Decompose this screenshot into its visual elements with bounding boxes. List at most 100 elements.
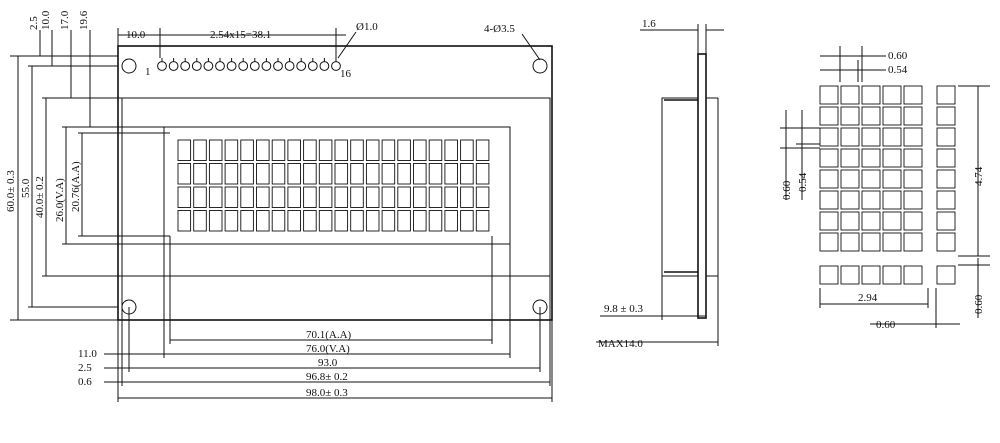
character-grid <box>177 139 490 232</box>
char-cell <box>334 139 349 161</box>
dot-cell <box>903 127 923 147</box>
side-view: 1.6 9.8 ± 0.3 MAX14.0 <box>596 18 724 350</box>
dim-10-label: 10.0 <box>126 29 146 41</box>
pin-header <box>157 58 341 71</box>
dot-cell <box>819 106 839 126</box>
char-cell <box>240 186 254 208</box>
dot-cell <box>903 232 923 252</box>
dot-cell <box>840 148 860 168</box>
pin-11 <box>273 61 283 71</box>
dot-cell <box>903 148 923 168</box>
char-cell <box>193 210 207 232</box>
dot-cell <box>819 232 839 252</box>
side-thickness-label: 1.6 <box>642 18 656 30</box>
char-cell <box>444 139 458 161</box>
char-cell <box>413 163 427 185</box>
char-cell <box>365 210 380 232</box>
char-cell <box>444 210 458 232</box>
dot-cell <box>840 85 860 105</box>
dim-55: 55.0 <box>20 178 32 198</box>
char-cell <box>224 186 239 208</box>
bottom-left-11: 11.0 <box>78 348 97 360</box>
char-cell <box>444 186 458 208</box>
mount-hole-tl <box>121 58 137 74</box>
char-cell <box>208 186 223 208</box>
bottom-pitch-label: 0.60 <box>876 319 896 331</box>
char-cell <box>271 186 286 208</box>
dot-cell <box>882 85 902 105</box>
char-width-label: 2.94 <box>858 292 878 304</box>
dot-cell <box>903 169 923 189</box>
dot-pitch-top: 0.60 <box>888 50 908 62</box>
char-cell <box>193 163 207 185</box>
dot-cell-next <box>936 106 956 126</box>
char-cell <box>460 139 474 161</box>
pin-4 <box>191 61 202 71</box>
char-cell <box>460 163 474 185</box>
char-cell <box>177 163 192 185</box>
dim-93: 93.0 <box>318 357 338 369</box>
dot-cell <box>840 127 860 147</box>
dot-cell <box>819 169 839 189</box>
char-cell <box>318 186 333 208</box>
char-cell <box>428 210 443 232</box>
pin-6 <box>215 61 225 71</box>
char-cell <box>381 210 396 232</box>
char-cell <box>240 139 254 161</box>
char-cell <box>365 139 380 161</box>
pin-15 <box>319 61 330 71</box>
char-cell <box>177 210 192 232</box>
cursor-cell <box>819 265 839 285</box>
dot-cell <box>819 211 839 231</box>
dot-cell <box>903 211 923 231</box>
pin-8 <box>238 61 249 71</box>
char-cell <box>224 210 239 232</box>
cursor-cell <box>861 265 881 285</box>
char-cell <box>303 186 317 208</box>
char-cell <box>334 210 349 232</box>
dot-cell <box>882 169 902 189</box>
pin-dia-label: Ø1.0 <box>356 21 378 33</box>
char-cell <box>413 210 427 232</box>
pin-10 <box>261 61 272 71</box>
dot-cell <box>882 106 902 126</box>
dot-cell-next <box>936 169 956 189</box>
mount-holes-label: 4-Ø3.5 <box>484 23 515 35</box>
char-cell <box>256 210 270 232</box>
dim-60: 60.0± 0.3 <box>5 170 17 212</box>
front-view: 1 16 10.0 2.54x15=38.1 Ø1.0 4-Ø3.5 2.5 1… <box>5 10 553 402</box>
dim-26-va: 26.0(V.A) <box>54 178 66 222</box>
dot-cell-next <box>936 85 956 105</box>
pin-16-label: 16 <box>340 68 352 80</box>
dot-cell <box>840 106 860 126</box>
dot-cell <box>882 190 902 210</box>
char-cell <box>365 163 380 185</box>
dot-cell <box>861 169 881 189</box>
dim-98: 98.0± 0.3 <box>306 387 348 399</box>
dot-cell <box>819 127 839 147</box>
char-height-label: 4.74 <box>973 166 985 186</box>
pin-7 <box>226 61 237 71</box>
side-pcb <box>697 53 707 319</box>
char-cell <box>428 163 443 185</box>
dot-cell <box>882 211 902 231</box>
pin-pitch-label: 2.54x15=38.1 <box>210 29 271 41</box>
pin-1-label: 1 <box>145 66 151 78</box>
char-cell <box>208 210 223 232</box>
char-cell <box>397 210 411 232</box>
dot-pitch-left: 0.60 <box>781 180 793 200</box>
char-cell <box>350 139 364 161</box>
char-cell <box>460 210 474 232</box>
dot-cell-next <box>936 232 956 252</box>
char-cell <box>350 186 364 208</box>
bottom-left-2-5: 2.5 <box>78 362 92 374</box>
dot-cell <box>882 148 902 168</box>
cursor-cell <box>840 265 860 285</box>
char-cell <box>240 210 254 232</box>
char-cell <box>287 139 301 161</box>
right-gap-label: 0.60 <box>973 294 985 314</box>
dim-96-8: 96.8± 0.2 <box>306 371 348 383</box>
pin-9 <box>249 61 260 71</box>
char-cell <box>397 186 411 208</box>
